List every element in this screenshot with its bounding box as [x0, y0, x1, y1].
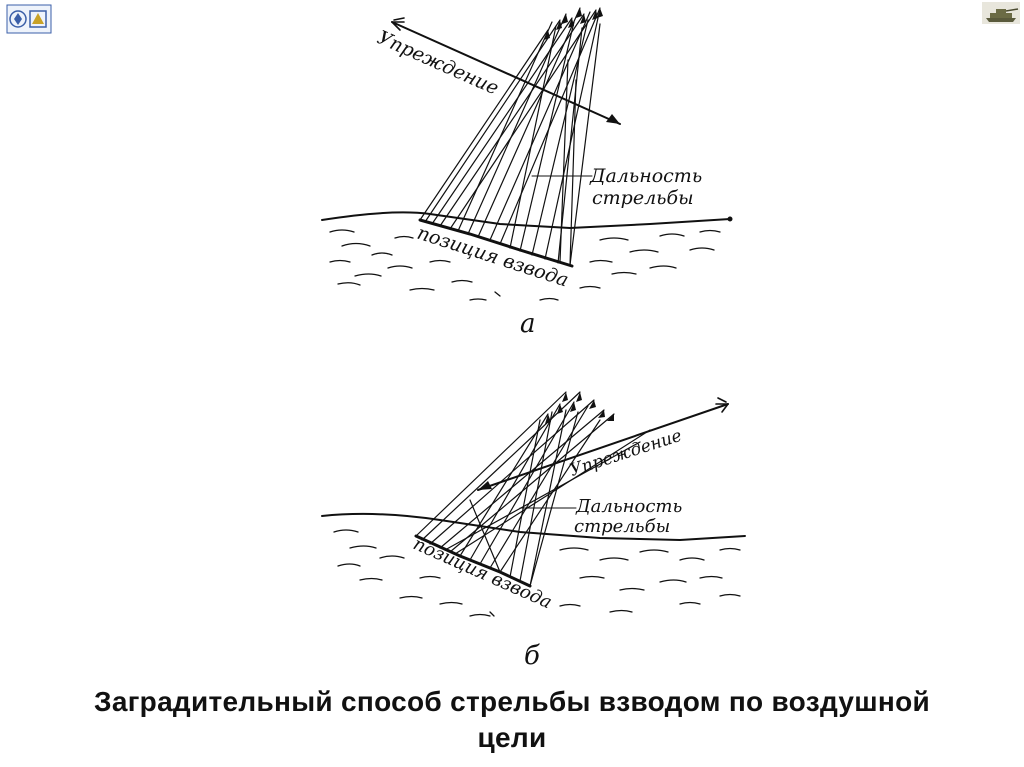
slide-caption: Заградительный способ стрельбы взводом п…	[0, 684, 1024, 756]
range-label-b-2: стрельбы	[574, 516, 670, 537]
barrage-fire-diagram: Упреждение Дальность стрельбы позиция вз…	[0, 0, 1024, 680]
caption-line-1: Заградительный способ стрельбы взводом п…	[0, 684, 1024, 720]
range-label-a-2: стрельбы	[592, 187, 694, 209]
range-label-a-1: Дальность	[589, 165, 702, 187]
range-label-b-1: Дальность	[575, 496, 682, 517]
figure-label-b: б	[524, 641, 540, 671]
caption-line-2: цели	[0, 720, 1024, 756]
ground-line-b	[322, 514, 745, 540]
figure-label-a: а	[520, 309, 536, 339]
